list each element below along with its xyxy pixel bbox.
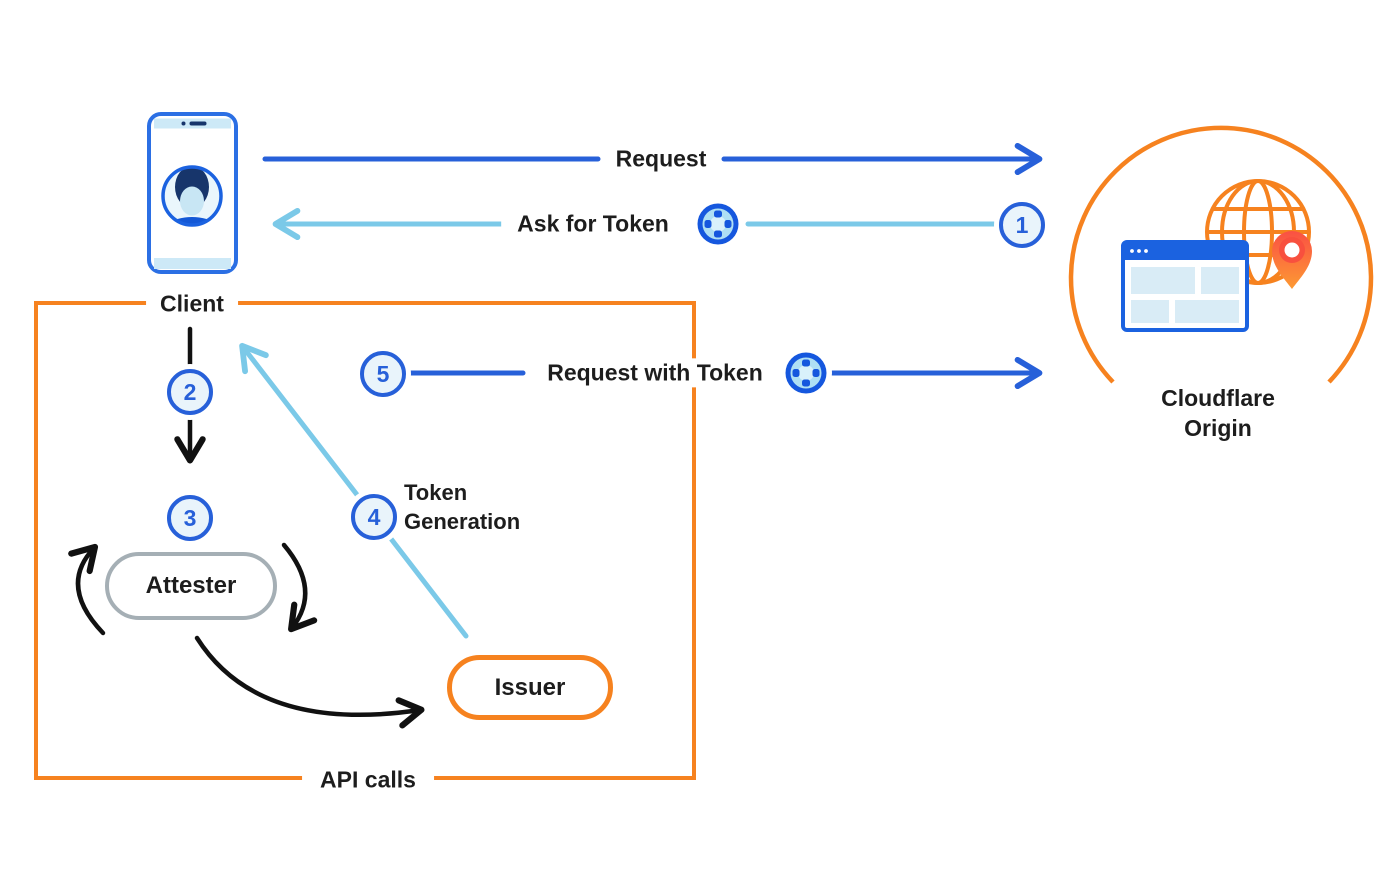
issuer-label: Issuer (494, 673, 566, 701)
browser-globe-location-icon (1121, 179, 1312, 332)
cloudflare-origin-line2: Origin (1184, 415, 1252, 441)
origin-circle (1068, 125, 1374, 384)
step-5-number: 5 (376, 360, 390, 387)
step-badge-1: 1 (999, 202, 1045, 248)
step-3-number: 3 (183, 504, 197, 531)
attester-cycle-right-arrow (281, 542, 318, 633)
attester-node: Attester (105, 552, 277, 620)
ask-for-token-label: Ask for Token (501, 209, 685, 239)
step-badge-3: 3 (167, 495, 213, 541)
client-label: Client (146, 289, 238, 319)
step-badge-2: 2 (167, 369, 213, 415)
step-badge-4: 4 (351, 494, 397, 540)
location-pin-icon (1271, 230, 1312, 289)
step-badge-5: 5 (360, 351, 406, 397)
attester-label: Attester (145, 572, 237, 599)
token-chip-icon (696, 202, 740, 246)
issuer-node: Issuer (447, 655, 613, 720)
cloudflare-origin-line1: Cloudflare (1161, 385, 1275, 411)
request-label: Request (603, 144, 719, 174)
browser-window-icon (1121, 240, 1249, 332)
token-generation-arrow (239, 342, 469, 639)
token-generation-label: Token Generation (404, 480, 521, 534)
attester-to-issuer-arrow (194, 635, 425, 729)
request-with-token-label: Request with Token (533, 358, 777, 388)
api-calls-label: API calls (302, 765, 434, 795)
attester-cycle-left-arrow (68, 543, 106, 636)
step-1-number: 1 (1015, 211, 1029, 238)
smartphone-avatar-icon (147, 112, 238, 274)
token-chip-icon (784, 351, 828, 395)
step-4-number: 4 (367, 503, 381, 530)
step-2-number: 2 (183, 378, 197, 405)
